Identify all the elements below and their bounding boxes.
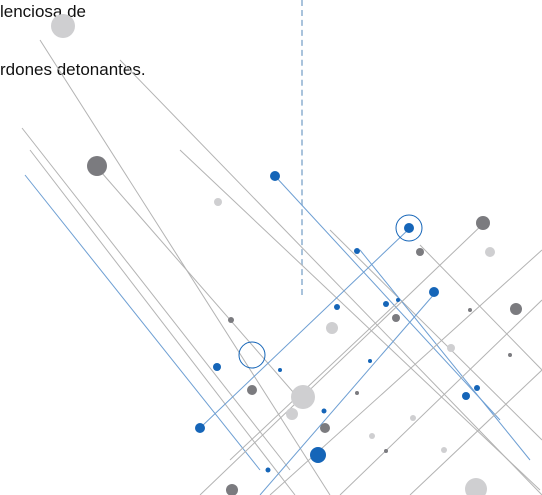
- node-blue: [368, 359, 372, 363]
- node-dark: [320, 423, 330, 433]
- node-blue: [265, 467, 271, 473]
- node-light: [447, 344, 455, 352]
- node-dark: [476, 216, 490, 230]
- diagonal-line: [21, 127, 291, 471]
- node-light: [485, 247, 495, 257]
- cross-line: [409, 369, 542, 495]
- diagonal-line-blue: [274, 175, 501, 421]
- dashed-divider: [301, 0, 303, 295]
- node-blue: [334, 304, 340, 310]
- node-dark: [247, 385, 257, 395]
- ring-node: [395, 214, 423, 242]
- node-light: [410, 415, 416, 421]
- node-light: [465, 478, 487, 495]
- node-blue: [462, 392, 470, 400]
- node-blue: [278, 368, 282, 372]
- node-dark: [392, 314, 400, 322]
- diagonal-line: [29, 149, 296, 495]
- node-light: [51, 14, 75, 38]
- node-light: [286, 408, 298, 420]
- cross-line: [229, 299, 401, 461]
- node-blue: [195, 423, 205, 433]
- node-blue: [396, 298, 400, 302]
- diagonal-line: [94, 164, 301, 401]
- diagonal-line: [419, 244, 542, 371]
- node-blue: [474, 385, 480, 391]
- node-blue: [270, 171, 280, 181]
- node-dark: [508, 353, 512, 357]
- node-blue: [354, 248, 360, 254]
- diagonal-line-blue: [24, 174, 261, 471]
- node-light: [291, 385, 315, 409]
- diagonal-line: [119, 59, 542, 495]
- diagonal-line: [329, 229, 542, 441]
- diagonal-line-blue: [359, 249, 531, 461]
- node-blue: [310, 447, 326, 463]
- node-dark: [416, 248, 424, 256]
- cross-line-blue: [259, 291, 437, 495]
- diagonal-line: [179, 149, 541, 491]
- node-dark: [226, 484, 238, 495]
- node-blue: [383, 301, 389, 307]
- node-dark: [228, 317, 234, 323]
- node-blue: [213, 363, 221, 371]
- node-blue: [321, 408, 327, 414]
- node-light: [369, 433, 375, 439]
- node-light: [441, 447, 447, 453]
- node-dark: [510, 303, 522, 315]
- node-dark: [355, 391, 359, 395]
- node-blue: [404, 223, 414, 233]
- body-text-line-2: rdones detonantes.: [0, 60, 146, 79]
- cross-line-blue: [199, 227, 411, 429]
- ring-node: [238, 341, 266, 369]
- node-blue: [429, 287, 439, 297]
- node-dark: [384, 449, 388, 453]
- cross-line: [339, 299, 542, 495]
- cross-line: [199, 221, 486, 495]
- node-dark: [87, 156, 107, 176]
- node-light: [214, 198, 222, 206]
- node-light: [326, 322, 338, 334]
- node-dark: [468, 308, 472, 312]
